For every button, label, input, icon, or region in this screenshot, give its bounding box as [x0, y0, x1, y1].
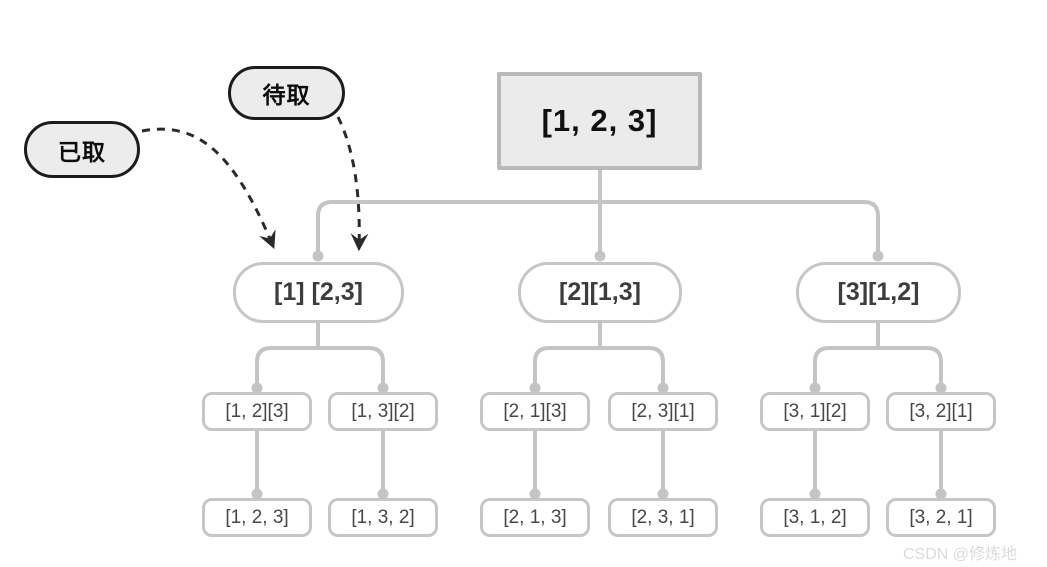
edge-endpoint-dot [809, 488, 821, 500]
edge-endpoint-dot [657, 382, 669, 394]
edge-endpoint-dot [809, 382, 821, 394]
level2-node-label: [2, 3][1] [631, 400, 695, 422]
edge-endpoint-dot [594, 250, 606, 262]
level1-node: [2][1,3] [518, 262, 682, 323]
level2-node: [1, 3][2] [328, 392, 438, 431]
level3-node-label: [1, 2, 3] [225, 506, 289, 528]
edge-endpoint-dot [529, 488, 541, 500]
edge-bus [255, 346, 385, 390]
edge-bus [813, 346, 943, 390]
edge-endpoint-dot [657, 488, 669, 500]
edge-endpoint-dot [251, 488, 263, 500]
callout-taken: 已取 [24, 121, 140, 178]
edge-endpoint-dot [377, 382, 389, 394]
callout-pending: 待取 [228, 66, 345, 120]
callout-taken-label: 已取 [58, 138, 106, 165]
level1-node: [3][1,2] [796, 262, 961, 323]
level3-node-label: [3, 1, 2] [783, 506, 847, 528]
level2-node-label: [1, 3][2] [351, 400, 415, 422]
level3-node-label: [1, 3, 2] [351, 506, 415, 528]
edge-endpoint-dot [251, 382, 263, 394]
level2-node: [2, 1][3] [480, 392, 590, 431]
level3-node: [3, 2, 1] [886, 498, 996, 537]
level3-node-label: [3, 2, 1] [909, 506, 973, 528]
edge-endpoint-dot [872, 250, 884, 262]
level2-node-label: [1, 2][3] [225, 400, 289, 422]
level1-node-label: [2][1,3] [559, 278, 641, 306]
edge-root-bus [316, 200, 880, 258]
root-node: [1, 2, 3] [497, 72, 702, 170]
level3-node-label: [2, 3, 1] [631, 506, 695, 528]
level2-node: [1, 2][3] [202, 392, 312, 431]
level3-node: [1, 2, 3] [202, 498, 312, 537]
level2-node: [3, 2][1] [886, 392, 996, 431]
level3-node: [2, 3, 1] [608, 498, 718, 537]
edge-endpoint-dot [377, 488, 389, 500]
level3-node: [2, 1, 3] [480, 498, 590, 537]
level1-node-label: [3][1,2] [837, 278, 920, 306]
level2-node-label: [2, 1][3] [503, 400, 567, 422]
edge-endpoint-dot [935, 488, 947, 500]
edge-endpoint-dot [529, 382, 541, 394]
edge-endpoint-dot [312, 250, 324, 262]
arrow-pending-to-node [336, 116, 369, 252]
level3-node: [1, 3, 2] [328, 498, 438, 537]
level1-node: [1] [2,3] [233, 262, 404, 323]
level1-node-label: [1] [2,3] [274, 278, 363, 306]
edge-bus [533, 346, 665, 390]
level2-node: [3, 1][2] [760, 392, 870, 431]
callout-pending-label: 待取 [262, 82, 311, 108]
level3-node: [3, 1, 2] [760, 498, 870, 537]
level2-node: [2, 3][1] [608, 392, 718, 431]
level2-node-label: [3, 2][1] [909, 400, 973, 422]
edge-endpoint-dot [935, 382, 947, 394]
watermark: CSDN @修炼地 [903, 546, 1018, 563]
root-node-label: [1, 2, 3] [541, 103, 658, 138]
level3-node-label: [2, 1, 3] [503, 506, 567, 528]
arrow-taken-to-node [141, 127, 276, 249]
level2-node-label: [3, 1][2] [783, 400, 847, 422]
